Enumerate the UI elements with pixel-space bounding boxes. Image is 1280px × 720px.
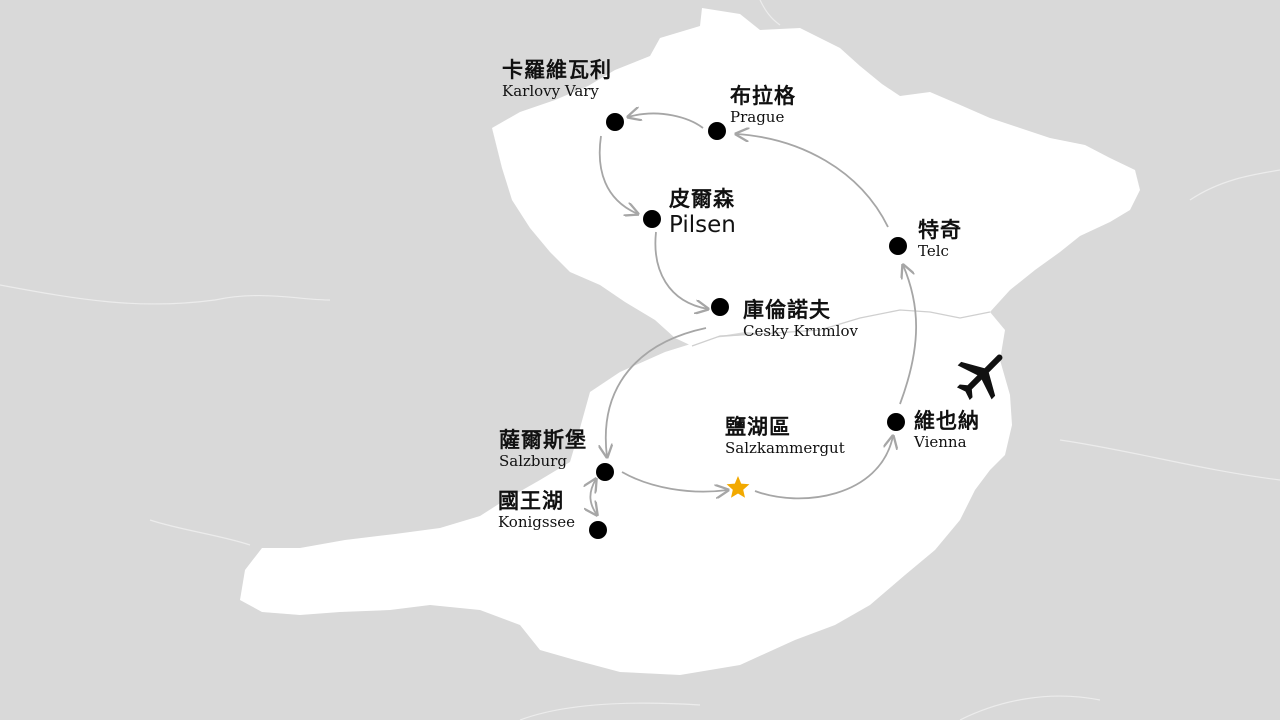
czech-republic-land xyxy=(492,8,1140,346)
label-konigssee-en: Konigssee xyxy=(498,513,576,531)
label-vienna-en: Vienna xyxy=(914,433,967,451)
dot-marker-karlovy-vary xyxy=(606,113,624,131)
label-salzburg-zh: 薩爾斯堡 xyxy=(499,428,587,452)
route-pilsen-to-cesky-krumlov xyxy=(654,231,708,309)
label-pilsen-zh: 皮爾森 xyxy=(669,187,735,211)
label-salzburg: 薩爾斯堡 Salzburg xyxy=(499,430,587,469)
stop-markers xyxy=(589,113,907,539)
route-prague-to-karlovy-vary xyxy=(628,113,704,129)
label-vienna-zh: 維也納 xyxy=(914,409,980,433)
label-cesky-krumlov-en: Cesky Krumlov xyxy=(743,322,858,340)
dot-marker-pilsen xyxy=(643,210,661,228)
route-vienna-to-telc xyxy=(899,265,917,405)
route-cesky-krumlov-to-salzburg xyxy=(606,327,707,457)
label-prague-zh: 布拉格 xyxy=(730,84,796,108)
label-karlovy-vary-zh: 卡羅維瓦利 xyxy=(502,58,612,82)
label-prague: 布拉格 Prague xyxy=(730,86,796,125)
label-salzkammergut-zh: 鹽湖區 xyxy=(725,415,791,439)
dot-marker-prague xyxy=(708,122,726,140)
label-telc: 特奇 Telc xyxy=(918,220,962,259)
label-konigssee: 國王湖 Konigssee xyxy=(498,491,575,530)
route-telc-to-prague xyxy=(736,134,889,228)
label-cesky-krumlov-zh: 庫倫諾夫 xyxy=(743,298,831,322)
label-konigssee-zh: 國王湖 xyxy=(498,489,564,513)
airplane-icon xyxy=(956,354,1003,401)
dot-marker-cesky-krumlov xyxy=(711,298,729,316)
dot-marker-vienna xyxy=(887,413,905,431)
label-salzburg-en: Salzburg xyxy=(499,452,567,470)
dot-marker-telc xyxy=(889,237,907,255)
label-cesky-krumlov: 庫倫諾夫 Cesky Krumlov xyxy=(743,300,858,339)
route-salzburg-to-salzkammergut xyxy=(621,471,728,492)
label-telc-en: Telc xyxy=(918,242,949,260)
label-vienna: 維也納 Vienna xyxy=(914,411,980,450)
austria-land xyxy=(240,310,1012,675)
label-pilsen: 皮爾森 Pilsen xyxy=(669,189,736,237)
route-karlovy-vary-to-pilsen xyxy=(598,135,638,214)
label-telc-zh: 特奇 xyxy=(918,218,962,242)
label-salzkammergut: 鹽湖區 Salzkammergut xyxy=(725,417,845,456)
route-salzkammergut-to-vienna xyxy=(754,436,893,500)
dot-marker-konigssee xyxy=(589,521,607,539)
label-salzkammergut-en: Salzkammergut xyxy=(725,439,845,457)
route-salzburg-konigssee xyxy=(590,479,597,515)
dot-marker-salzburg xyxy=(596,463,614,481)
label-karlovy-vary-en: Karlovy Vary xyxy=(502,82,599,100)
star-icon xyxy=(726,476,750,498)
czech-austria-border xyxy=(691,309,991,347)
label-pilsen-en: Pilsen xyxy=(669,212,736,238)
label-prague-en: Prague xyxy=(730,108,785,126)
label-karlovy-vary: 卡羅維瓦利 Karlovy Vary xyxy=(502,60,612,99)
route-arrows xyxy=(590,113,917,515)
